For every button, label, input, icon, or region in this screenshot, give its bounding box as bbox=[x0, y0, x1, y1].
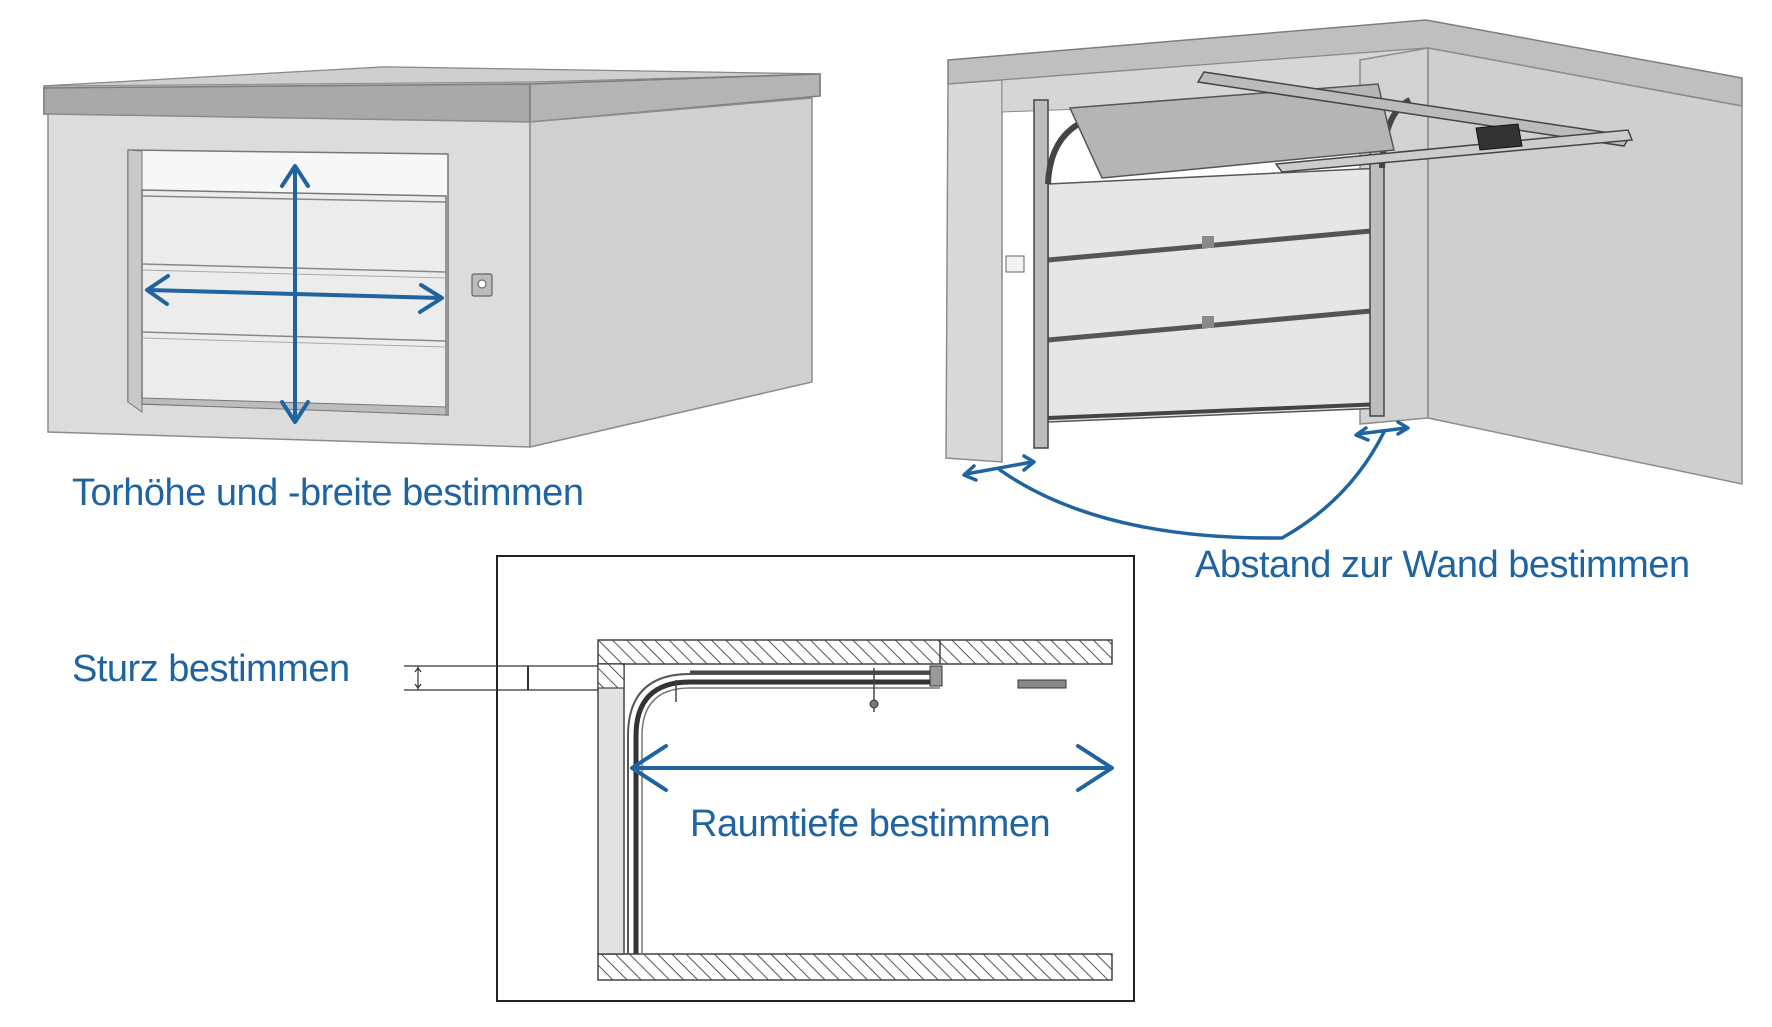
garage-exterior-illustration bbox=[43, 66, 821, 448]
garage-cross-section bbox=[404, 555, 1135, 1002]
door-width-arrow bbox=[146, 288, 442, 300]
wall-switch-icon bbox=[1005, 255, 1025, 273]
cross-section-frame bbox=[496, 555, 1135, 1002]
lintel-label: Sturz bestimmen bbox=[72, 648, 350, 690]
door-size-label: Torhöhe und -breite bestimmen bbox=[72, 472, 584, 514]
operator-motor-icon bbox=[1475, 123, 1523, 151]
room-depth-label: Raumtiefe bestimmen bbox=[690, 803, 1051, 845]
wall-distance-label: Abstand zur Wand bestimmen bbox=[1195, 544, 1690, 586]
wall-distance-connector bbox=[998, 430, 1386, 540]
garage-interior-illustration bbox=[945, 19, 1743, 540]
